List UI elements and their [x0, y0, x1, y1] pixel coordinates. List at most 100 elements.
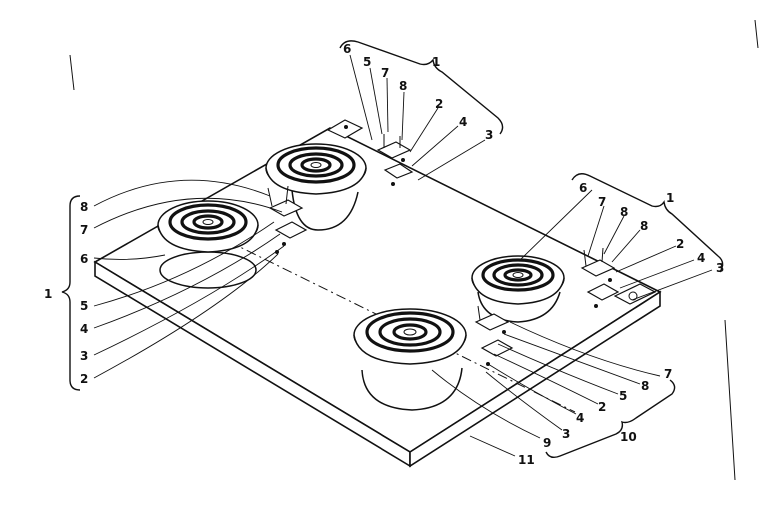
- leader-line: [519, 189, 593, 261]
- leader-line: [349, 54, 373, 141]
- drip-bowl-shadow: [159, 251, 257, 289]
- callout-label: 4: [576, 411, 584, 425]
- leader-line: [411, 125, 459, 167]
- callout-label: 7: [381, 66, 389, 80]
- leader-line: [93, 197, 283, 229]
- heating-coil: [192, 214, 224, 230]
- screw-head: [594, 304, 598, 308]
- callout-label: 8: [620, 205, 628, 219]
- brace-bottom: [545, 379, 676, 459]
- callout-label: 8: [80, 200, 88, 214]
- leader-line: [587, 205, 605, 257]
- callout-label: 5: [363, 55, 371, 69]
- callout-label: 2: [80, 372, 88, 386]
- callout-label: 8: [399, 79, 407, 93]
- heating-coil: [481, 258, 555, 292]
- callout-label: 4: [697, 251, 705, 265]
- terminal-block-top: [376, 134, 414, 186]
- callout-label: 7: [664, 367, 672, 381]
- screw: [583, 249, 587, 267]
- screw-head: [502, 330, 506, 334]
- leader-line: [503, 333, 641, 385]
- leader-line: [493, 353, 599, 405]
- coil-center: [310, 162, 322, 168]
- callout-label: 1: [44, 287, 52, 301]
- screw-head: [391, 182, 395, 186]
- heating-coil: [276, 146, 356, 184]
- leader-line: [603, 215, 625, 255]
- callout-label: 1: [666, 191, 674, 205]
- screw-head: [275, 250, 279, 254]
- terminal-clip: [268, 199, 304, 217]
- callout-label: 3: [716, 261, 724, 275]
- burner-left: [157, 200, 259, 289]
- scan-mark: [754, 19, 759, 49]
- leader-line: [619, 259, 695, 289]
- leader-line: [93, 221, 275, 307]
- callout-label: 7: [80, 223, 88, 237]
- callout-label: 6: [343, 42, 351, 56]
- leader-line: [485, 371, 563, 431]
- terminal-block-right: [580, 247, 620, 308]
- terminal-receptacle: [480, 339, 514, 357]
- leader-line: [611, 229, 641, 263]
- right-bracket: [613, 283, 657, 305]
- terminal-receptacle: [383, 163, 414, 179]
- callout-label: 7: [598, 195, 606, 209]
- terminal-block-left: [267, 185, 308, 254]
- coil-center: [202, 219, 214, 225]
- burner-right: [471, 255, 565, 323]
- burner-front: [353, 308, 467, 411]
- callout-label: 5: [80, 299, 88, 313]
- callout-label: 3: [562, 427, 570, 441]
- screw-head: [282, 242, 286, 246]
- callout-label: 3: [485, 128, 493, 142]
- leader-line: [487, 363, 577, 415]
- leader-line: [401, 91, 405, 141]
- screw-head: [608, 278, 612, 282]
- brace-left: [61, 195, 81, 391]
- leader-line: [417, 139, 486, 181]
- rear-bracket: [326, 119, 364, 139]
- heating-coil: [392, 323, 428, 341]
- center-line: [174, 214, 576, 413]
- terminal-block-front: [474, 305, 514, 366]
- coil-center: [512, 272, 524, 278]
- brace-top: [339, 40, 504, 135]
- heating-coil: [180, 209, 236, 235]
- heating-coil: [365, 311, 455, 353]
- callout-label: 4: [459, 115, 467, 129]
- leader-line: [615, 245, 677, 273]
- leader-line: [93, 245, 285, 356]
- callout-label: 8: [640, 219, 648, 233]
- heating-coil: [492, 263, 544, 287]
- leader-line: [93, 253, 279, 379]
- scan-mark: [69, 54, 75, 91]
- leader-line: [409, 107, 439, 153]
- callout-label: 9: [543, 436, 551, 450]
- brace-right: [571, 173, 724, 273]
- screw: [477, 305, 481, 321]
- callout-label: 6: [80, 252, 88, 266]
- terminal-receptacle: [274, 221, 308, 239]
- callout-label: 1: [432, 55, 440, 69]
- heating-coil: [300, 157, 332, 173]
- callout-label: 5: [619, 389, 627, 403]
- leader-line: [369, 67, 383, 135]
- leader-line: [93, 179, 271, 207]
- screw-head: [401, 158, 405, 162]
- leader-line: [431, 369, 541, 439]
- terminal-receptacle: [586, 283, 620, 301]
- callout-label: 2: [598, 400, 606, 414]
- callout-label: 3: [80, 349, 88, 363]
- leader-line: [386, 77, 389, 133]
- callout-label: 2: [435, 97, 443, 111]
- heating-coil: [288, 152, 344, 178]
- leader-line: [93, 233, 281, 329]
- bracket-hole: [344, 125, 348, 129]
- callout-label: 8: [641, 379, 649, 393]
- callout-label: 10: [620, 430, 637, 444]
- terminal-clip: [376, 141, 412, 159]
